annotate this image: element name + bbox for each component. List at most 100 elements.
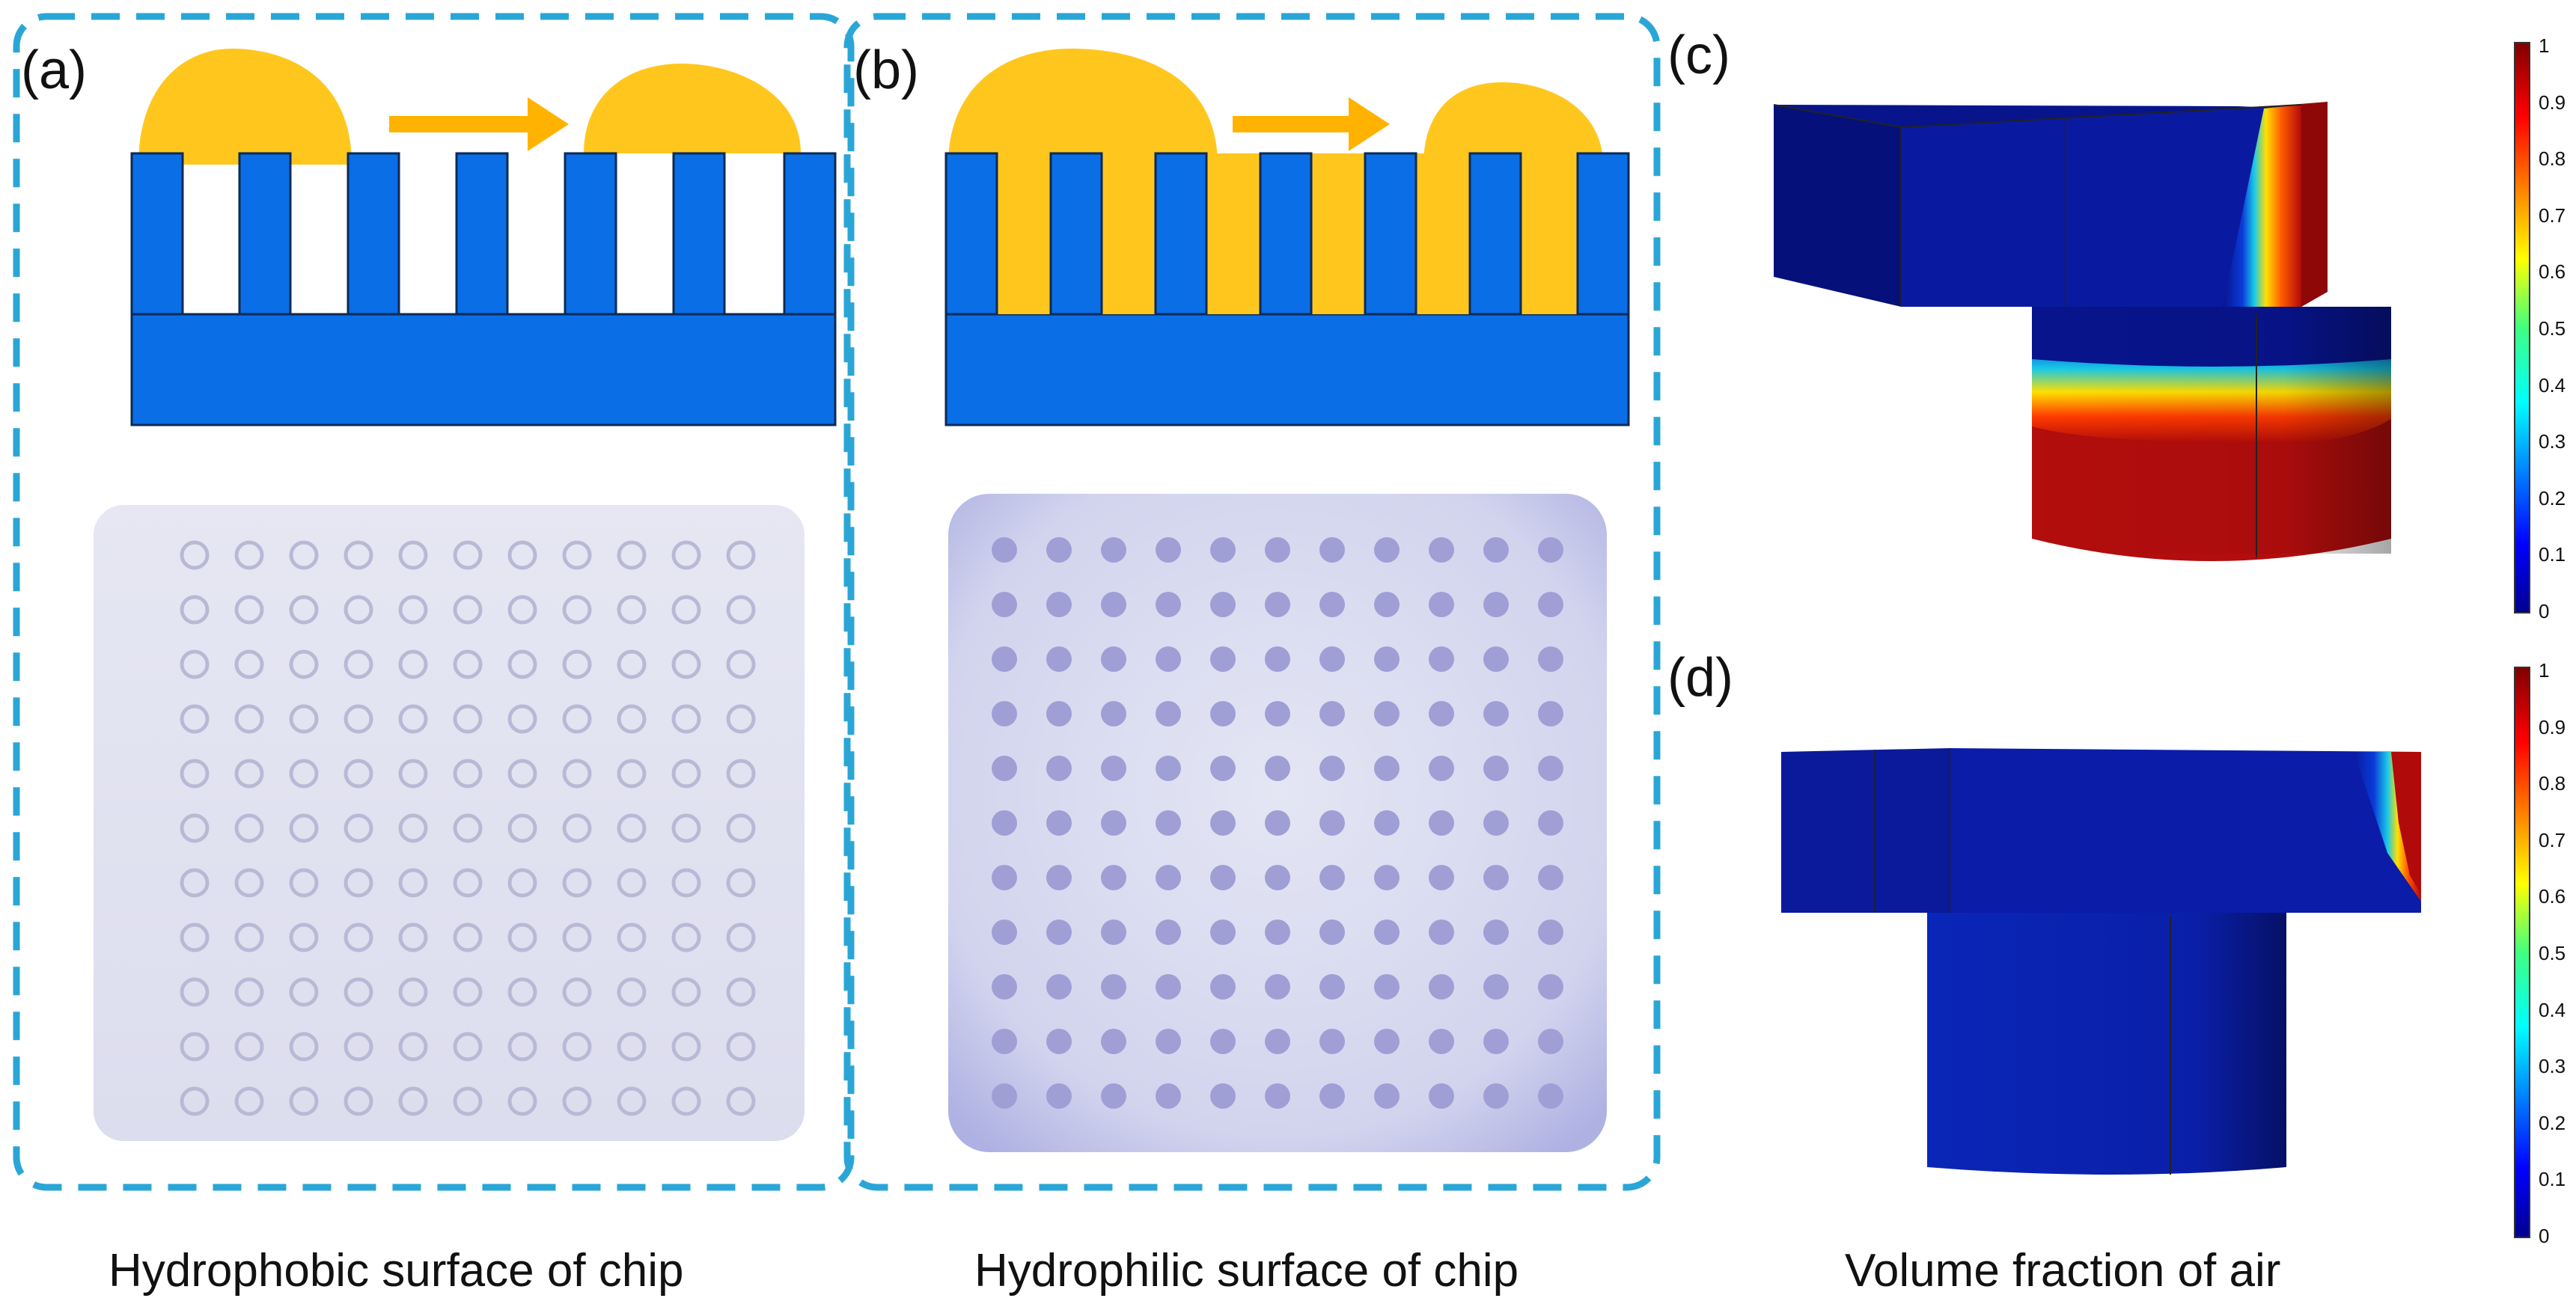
well-hydrophilic bbox=[992, 865, 1017, 890]
well-hydrophobic bbox=[344, 977, 373, 1007]
well-hydrophilic bbox=[1319, 592, 1345, 617]
colorbar-tick-label: 0 bbox=[2539, 600, 2550, 622]
colorbar-tick-label: 0 bbox=[2539, 1225, 2550, 1247]
well-hydrophobic bbox=[453, 759, 483, 789]
well-hydrophilic bbox=[1374, 865, 1400, 890]
well-hydrophobic bbox=[562, 1086, 592, 1116]
well-hydrophobic bbox=[453, 813, 483, 843]
well-hydrophobic bbox=[726, 649, 756, 679]
well-hydrophobic bbox=[344, 759, 373, 789]
well-hydrophobic bbox=[234, 922, 264, 952]
well-hydrophilic bbox=[1319, 756, 1345, 781]
well-hydrophobic bbox=[289, 922, 319, 952]
well-hydrophobic bbox=[507, 868, 537, 898]
well-hydrophilic bbox=[1210, 646, 1236, 672]
well-hydrophilic bbox=[1374, 701, 1400, 726]
well-hydrophilic bbox=[992, 592, 1017, 617]
well-hydrophobic bbox=[289, 977, 319, 1007]
well-hydrophobic bbox=[726, 977, 756, 1007]
well-hydrophobic bbox=[234, 649, 264, 679]
well-hydrophobic bbox=[671, 704, 701, 734]
panel-label-d: (d) bbox=[1667, 648, 1733, 708]
well-hydrophobic bbox=[671, 977, 701, 1007]
well-hydrophobic bbox=[180, 922, 210, 952]
well-hydrophobic bbox=[234, 977, 264, 1007]
well-hydrophilic bbox=[1429, 1083, 1454, 1109]
arrow-head-a bbox=[528, 97, 569, 151]
well-hydrophobic bbox=[398, 1086, 428, 1116]
well-hydrophobic bbox=[180, 813, 210, 843]
well-hydrophilic bbox=[1538, 1029, 1563, 1054]
colorbar-tick-label: 0.4 bbox=[2539, 998, 2566, 1021]
well-hydrophilic bbox=[1101, 1029, 1126, 1054]
well-hydrophilic bbox=[1210, 756, 1236, 781]
well-hydrophilic bbox=[992, 919, 1017, 945]
well-hydrophobic bbox=[234, 595, 264, 625]
well-hydrophobic bbox=[562, 649, 592, 679]
caption-colorbar: Volume fraction of air bbox=[1845, 1245, 2281, 1297]
well-hydrophilic bbox=[1265, 865, 1290, 890]
well-hydrophilic bbox=[1483, 537, 1509, 563]
well-hydrophobic bbox=[507, 977, 537, 1007]
well-hydrophobic bbox=[180, 759, 210, 789]
well-hydrophilic bbox=[1374, 1083, 1400, 1109]
well-hydrophobic bbox=[617, 813, 647, 843]
well-hydrophobic bbox=[617, 540, 647, 570]
well-hydrophobic bbox=[671, 868, 701, 898]
well-hydrophilic bbox=[1156, 810, 1181, 836]
photo-hydrophilic-chip bbox=[948, 494, 1607, 1152]
pillar bbox=[455, 152, 509, 316]
colorbar-tick-label: 0.8 bbox=[2539, 147, 2566, 171]
well-hydrophilic bbox=[1046, 1083, 1072, 1109]
colorbar-tick-label: 0.6 bbox=[2539, 260, 2566, 284]
well-hydrophilic bbox=[1046, 919, 1072, 945]
well-hydrophilic bbox=[1156, 1083, 1181, 1109]
well-hydrophilic bbox=[1483, 646, 1509, 672]
well-hydrophobic bbox=[671, 1086, 701, 1116]
frame-a bbox=[13, 13, 855, 1191]
well-hydrophobic bbox=[344, 1086, 373, 1116]
well-hydrophobic bbox=[289, 704, 319, 734]
well-hydrophobic bbox=[507, 1086, 537, 1116]
well-hydrophobic bbox=[617, 1086, 647, 1116]
well-hydrophobic bbox=[562, 977, 592, 1007]
well-hydrophilic bbox=[1156, 646, 1181, 672]
well-hydrophobic bbox=[507, 1032, 537, 1062]
well-hydrophobic bbox=[289, 595, 319, 625]
well-hydrophilic bbox=[992, 974, 1017, 1000]
well-hydrophilic bbox=[1156, 1029, 1181, 1054]
well-hydrophilic bbox=[1319, 865, 1345, 890]
well-hydrophilic bbox=[1429, 701, 1454, 726]
panel-label-b: (b) bbox=[853, 40, 919, 100]
caption-b: Hydrophilic surface of chip bbox=[974, 1245, 1519, 1297]
pillar bbox=[783, 152, 837, 316]
caption-a: Hydrophobic surface of chip bbox=[109, 1245, 684, 1297]
well-hydrophobic bbox=[180, 540, 210, 570]
well-hydrophilic bbox=[1156, 592, 1181, 617]
well-hydrophobic bbox=[562, 813, 592, 843]
well-hydrophobic bbox=[726, 813, 756, 843]
pillar bbox=[564, 152, 617, 316]
well-hydrophobic bbox=[180, 977, 210, 1007]
well-hydrophobic bbox=[617, 922, 647, 952]
colorbar-tick-label: 0.6 bbox=[2539, 885, 2566, 908]
well-hydrophobic bbox=[562, 1032, 592, 1062]
well-hydrophobic bbox=[671, 540, 701, 570]
schematic-hydrophobic bbox=[130, 49, 837, 426]
colorbar-c bbox=[2514, 42, 2530, 613]
well-hydrophilic bbox=[1374, 537, 1400, 563]
well-hydrophobic bbox=[398, 922, 428, 952]
well-hydrophobic bbox=[289, 649, 319, 679]
well-hydrophilic bbox=[1210, 1083, 1236, 1109]
well-hydrophilic bbox=[1101, 701, 1126, 726]
well-hydrophobic bbox=[562, 704, 592, 734]
well-hydrophilic bbox=[1046, 646, 1072, 672]
colorbar-d bbox=[2514, 667, 2530, 1238]
well-hydrophobic bbox=[180, 868, 210, 898]
pillar bbox=[1049, 152, 1103, 316]
well-hydrophilic bbox=[1210, 974, 1236, 1000]
well-hydrophobic bbox=[453, 649, 483, 679]
well-hydrophobic bbox=[234, 868, 264, 898]
well-hydrophilic bbox=[1429, 646, 1454, 672]
pillar bbox=[347, 152, 400, 316]
